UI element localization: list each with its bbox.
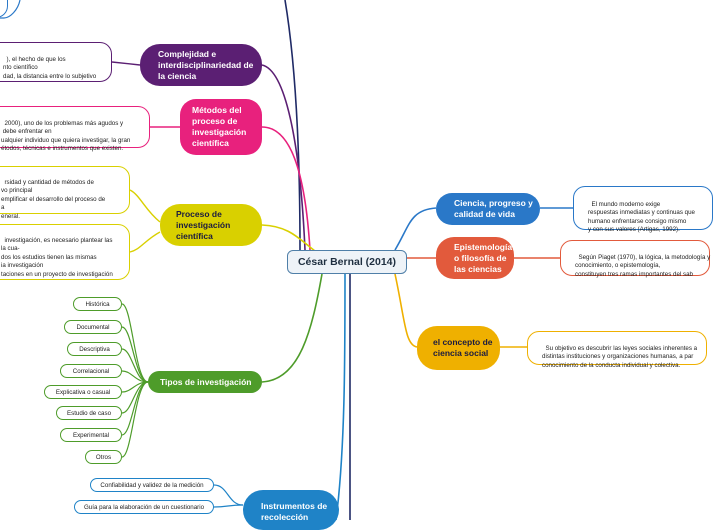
tipos-item[interactable]: Otros	[85, 450, 122, 464]
tipos-item-label: Otros	[95, 453, 112, 461]
complejidad-note-text: ), el hecho de que los nto científico da…	[3, 55, 97, 80]
topic-metodos-label: Métodos del proceso de investigación cie…	[192, 105, 247, 148]
central-topic-label: César Bernal (2014)	[297, 256, 397, 268]
instrumentos-connectors	[213, 484, 244, 508]
topic-epistemologia[interactable]: Epistemología o filosofía de las ciencia…	[436, 237, 514, 279]
topic-proceso-label: Proceso de investigación científica	[176, 208, 231, 241]
tipos-item[interactable]: Experimental	[60, 428, 122, 442]
tipos-item-label: Documental	[76, 323, 110, 331]
topic-tipos[interactable]: Tipos de investigación	[148, 371, 262, 393]
topic-concepto-label: el concepto de ciencia social	[433, 337, 493, 358]
connector-proceso	[261, 224, 316, 252]
tipos-item[interactable]: Documental	[64, 320, 122, 334]
topic-epistemologia-label: Epistemología o filosofía de las ciencia…	[454, 241, 513, 274]
topic-tipos-label: Tipos de investigación	[160, 376, 252, 387]
connector-complejidad	[261, 64, 306, 251]
tipos-item[interactable]: Correlacional	[60, 364, 122, 378]
topic-concepto[interactable]: el concepto de ciencia social	[417, 326, 500, 370]
connector-ciencia	[394, 207, 437, 251]
connector-concepto	[394, 273, 418, 348]
mind-map-connectors	[0, 0, 573, 521]
topic-instrumentos-label: Instrumentos de recolección	[261, 501, 328, 522]
complejidad-note: ), el hecho de que los nto científico da…	[0, 42, 112, 82]
instrumentos-item[interactable]: Confiabilidad y validez de la medición	[90, 478, 214, 492]
proceso-note-2: investigación, es necesario plantear las…	[0, 224, 130, 280]
instrumentos-item-label: Guía para la elaboración de un cuestiona…	[83, 503, 205, 511]
tipos-connectors	[121, 303, 149, 458]
tipos-item-label: Histórica	[85, 300, 110, 308]
instrumentos-item-label: Confiabilidad y validez de la medición	[100, 481, 204, 489]
proceso-note-2-text: investigación, es necesario plantear las…	[1, 236, 113, 278]
tipos-item-label: Estudio de caso	[66, 409, 112, 417]
concepto-note: Su objetivo es descubrir las leyes socia…	[527, 331, 707, 369]
ciencia-note-text: El mundo moderno exige respuestas inmedi…	[588, 200, 695, 234]
tipos-item-label: Explicativa o casual	[55, 388, 111, 396]
metodos-note-text: 2000), uno de los problemas más agudos y…	[1, 119, 131, 153]
topic-complejidad[interactable]: Complejidad e interdisciplinariedad de l…	[140, 44, 262, 86]
connector-instrumentos	[335, 273, 346, 521]
tipos-item[interactable]: Histórica	[73, 297, 122, 311]
metodos-note: 2000), uno de los problemas más agudos y…	[0, 106, 150, 152]
tipos-item[interactable]: Explicativa o casual	[44, 385, 122, 399]
topic-proceso[interactable]: Proceso de investigación científica	[160, 204, 262, 246]
proceso-note-1: rsidad y cantidad de métodos de vo princ…	[0, 166, 130, 220]
topic-instrumentos[interactable]: Instrumentos de recolección	[243, 490, 339, 530]
tipos-item-label: Experimental	[72, 431, 110, 439]
tipos-item-label: Descriptiva	[79, 345, 110, 353]
tipos-item[interactable]: Estudio de caso	[56, 406, 122, 420]
tipos-item-label: Correlacional	[72, 367, 110, 375]
connector-proceso-note1	[129, 189, 161, 223]
connector-top-fragment	[0, 0, 21, 19]
connector-tipos	[261, 273, 323, 383]
connector-proceso-note2	[129, 231, 161, 253]
tipos-item[interactable]: Descriptiva	[67, 342, 122, 356]
topic-complejidad-label: Complejidad e interdisciplinariedad de l…	[158, 48, 254, 81]
topic-metodos[interactable]: Métodos del proceso de investigación cie…	[180, 99, 262, 155]
epistemologia-note: Según Piaget (1970), la lógica, la metod…	[560, 240, 711, 278]
connector-top-navy	[284, 0, 301, 251]
connector-metodos	[261, 126, 311, 251]
epistemologia-note-text: Según Piaget (1970), la lógica, la metod…	[575, 253, 711, 278]
concepto-note-text: Su objetivo es descubrir las leyes socia…	[542, 344, 698, 369]
topic-ciencia-label: Ciencia, progreso y calidad de vida	[454, 198, 533, 219]
connector-complejidad-note	[111, 61, 141, 66]
central-topic[interactable]: César Bernal (2014)	[287, 250, 407, 274]
topic-ciencia[interactable]: Ciencia, progreso y calidad de vida	[436, 193, 540, 225]
instrumentos-item[interactable]: Guía para la elaboración de un cuestiona…	[74, 500, 214, 514]
ciencia-note: El mundo moderno exige respuestas inmedi…	[573, 186, 713, 233]
proceso-note-1-text: rsidad y cantidad de métodos de vo princ…	[1, 178, 106, 220]
